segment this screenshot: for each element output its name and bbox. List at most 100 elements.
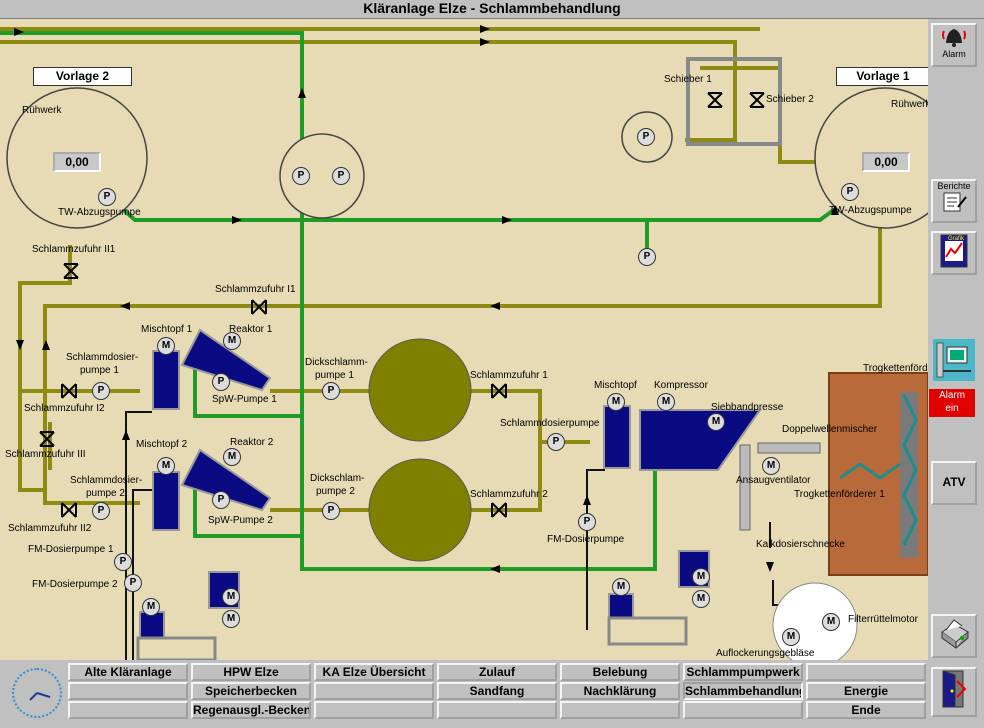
clock bbox=[12, 668, 62, 718]
motor-icon[interactable]: M bbox=[822, 613, 840, 631]
nav-empty[interactable] bbox=[560, 701, 680, 719]
pump-icon[interactable]: P bbox=[92, 382, 110, 400]
mischtopf2 bbox=[152, 471, 180, 531]
pump-icon[interactable]: P bbox=[212, 373, 230, 391]
nav-sandfang[interactable]: Sandfang bbox=[437, 682, 557, 700]
motor-icon[interactable]: M bbox=[223, 332, 241, 350]
label-sdp2b: pumpe 2 bbox=[86, 488, 125, 499]
nav-empty[interactable] bbox=[806, 663, 926, 681]
pump-icon[interactable]: P bbox=[638, 248, 656, 266]
trogketten-chain bbox=[902, 394, 918, 546]
arrow-icon bbox=[766, 562, 774, 572]
nav-panel: Alte Kläranlage HPW Elze KA Elze Übersic… bbox=[0, 660, 928, 728]
nav-schlammbehandlung[interactable]: Schlammbehandlung bbox=[683, 682, 803, 700]
exit-button[interactable] bbox=[931, 667, 977, 717]
label-sz-i2: Schlammzufuhr I2 bbox=[24, 403, 105, 414]
motor-icon[interactable]: M bbox=[782, 628, 800, 646]
label-reaktor2: Reaktor 2 bbox=[230, 437, 274, 448]
trogketten-chain bbox=[839, 462, 901, 480]
pump-icon[interactable]: P bbox=[292, 167, 310, 185]
nav-empty[interactable] bbox=[68, 682, 188, 700]
pump-icon[interactable]: P bbox=[92, 502, 110, 520]
arrow-icon bbox=[42, 340, 50, 350]
motor-icon[interactable]: M bbox=[222, 610, 240, 628]
alarm-ein-indicator[interactable]: Alarm ein bbox=[929, 389, 975, 417]
label-spw1: SpW-Pumpe 1 bbox=[212, 394, 277, 405]
pump-icon[interactable]: P bbox=[547, 433, 565, 451]
motor-icon[interactable]: M bbox=[707, 413, 725, 431]
motor-icon[interactable]: M bbox=[657, 393, 675, 411]
nav-empty[interactable] bbox=[314, 701, 434, 719]
network-icon[interactable] bbox=[931, 337, 977, 383]
label-mischtopf: Mischtopf bbox=[594, 380, 637, 391]
valve-icon bbox=[61, 502, 77, 518]
nav-speicherbecken[interactable]: Speicherbecken bbox=[191, 682, 311, 700]
atv-button[interactable]: ATV bbox=[931, 461, 977, 505]
valve-icon bbox=[39, 431, 55, 447]
valve-icon bbox=[251, 299, 267, 315]
schieber-box bbox=[686, 57, 782, 146]
pump-icon[interactable]: P bbox=[841, 183, 859, 201]
label-reaktor1: Reaktor 1 bbox=[229, 324, 273, 335]
label-sdp2a: Schlammdosier- bbox=[70, 475, 143, 486]
nav-alte-klaeranlage[interactable]: Alte Kläranlage bbox=[68, 663, 188, 681]
doppelwellen-mixer bbox=[757, 442, 821, 454]
printer-icon bbox=[941, 619, 969, 649]
nav-empty[interactable] bbox=[68, 701, 188, 719]
pump-icon[interactable]: P bbox=[212, 491, 230, 509]
pump-icon[interactable]: P bbox=[578, 513, 596, 531]
fm-tank bbox=[139, 611, 165, 639]
pump-icon[interactable]: P bbox=[637, 128, 655, 146]
motor-icon[interactable]: M bbox=[223, 448, 241, 466]
vorlage2-label: Vorlage 2 bbox=[33, 67, 132, 86]
print-button[interactable] bbox=[931, 614, 977, 658]
motor-icon[interactable]: M bbox=[612, 578, 630, 596]
berichte-button[interactable]: Berichte bbox=[931, 179, 977, 223]
pump-icon[interactable]: P bbox=[114, 553, 132, 571]
nav-empty[interactable] bbox=[314, 682, 434, 700]
nav-hpw-elze[interactable]: HPW Elze bbox=[191, 663, 311, 681]
motor-icon[interactable]: M bbox=[142, 598, 160, 616]
label-spw2: SpW-Pumpe 2 bbox=[208, 515, 273, 526]
alarm-button[interactable]: Alarm bbox=[931, 23, 977, 67]
motor-icon[interactable]: M bbox=[692, 590, 710, 608]
motor-icon[interactable]: M bbox=[222, 588, 240, 606]
valve-icon bbox=[491, 383, 507, 399]
pump-icon[interactable]: P bbox=[124, 574, 142, 592]
motor-icon[interactable]: M bbox=[692, 568, 710, 586]
nav-nachklaerung[interactable]: Nachklärung bbox=[560, 682, 680, 700]
pipe-network bbox=[0, 25, 928, 660]
nav-schlammpumpwerk[interactable]: Schlammpumpwerk bbox=[683, 663, 803, 681]
fm-basin bbox=[136, 636, 217, 660]
motor-icon[interactable]: M bbox=[762, 457, 780, 475]
pump-icon[interactable]: P bbox=[98, 188, 116, 206]
nav-regenausgl-becken[interactable]: Regenausgl.-Becken bbox=[191, 701, 311, 719]
nav-ka-elze-uebersicht[interactable]: KA Elze Übersicht bbox=[314, 663, 434, 681]
nav-ende[interactable]: Ende bbox=[806, 701, 926, 719]
nav-belebung[interactable]: Belebung bbox=[560, 663, 680, 681]
label-kompressor: Kompressor bbox=[654, 380, 708, 391]
nav-empty[interactable] bbox=[683, 701, 803, 719]
label-ansaug: Ansaugventilator bbox=[736, 475, 811, 486]
siebbandpresse bbox=[639, 409, 762, 471]
label-tw-right: TW-Abzugspumpe bbox=[829, 205, 912, 216]
sludge-tank-2 bbox=[368, 458, 472, 562]
label-mischtopf2: Mischtopf 2 bbox=[136, 439, 188, 450]
pump-icon[interactable]: P bbox=[322, 502, 340, 520]
motor-icon[interactable]: M bbox=[157, 457, 175, 475]
nav-energie[interactable]: Energie bbox=[806, 682, 926, 700]
arrow-icon bbox=[583, 495, 591, 505]
nav-zulauf[interactable]: Zulauf bbox=[437, 663, 557, 681]
grafik-label: Grafik bbox=[948, 236, 965, 242]
pump-icon[interactable]: P bbox=[322, 382, 340, 400]
grafik-button[interactable]: Grafik bbox=[931, 231, 977, 275]
label-trogketten: Trogkettenförd bbox=[863, 363, 928, 374]
motor-icon[interactable]: M bbox=[607, 393, 625, 411]
label-sz-ii1: Schlammzufuhr II1 bbox=[32, 244, 116, 255]
pump-icon[interactable]: P bbox=[332, 167, 350, 185]
valve-icon bbox=[61, 383, 77, 399]
vorlage1-level-value: 0,00 bbox=[862, 152, 910, 172]
motor-icon[interactable]: M bbox=[157, 337, 175, 355]
label-sz-i1: Schlammzufuhr I1 bbox=[215, 284, 296, 295]
nav-empty[interactable] bbox=[437, 701, 557, 719]
